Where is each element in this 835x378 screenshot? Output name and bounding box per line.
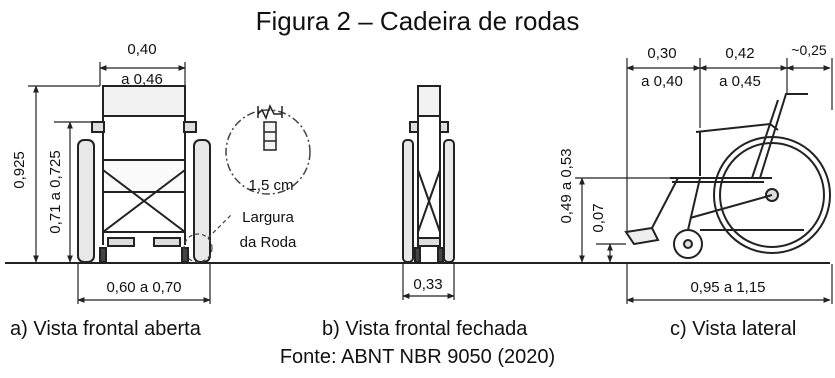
caption-frontal-closed: b) Vista frontal fechada <box>322 318 528 340</box>
detail-label-line2: da Roda <box>240 234 297 251</box>
dim-label-armrest-height: 0,71 a 0,725 <box>47 150 64 233</box>
dim-label-top-c: ~0,25 <box>791 42 827 58</box>
dim-bottom-width-a <box>77 264 211 304</box>
frontal-open-view <box>77 85 211 263</box>
figure-source: Fonte: ABNT NBR 9050 (2020) <box>279 346 556 368</box>
dim-bottom-width-b <box>402 264 455 300</box>
dim-label-top-a-1: 0,30 <box>647 45 676 62</box>
dim-armrest-height <box>54 121 92 263</box>
lateral-view <box>624 93 831 259</box>
dim-label-top-b-2: a 0,45 <box>719 73 761 90</box>
dim-bottom-length-c <box>626 264 833 304</box>
dim-label-bottom-width-b: 0,33 <box>413 276 442 293</box>
dim-label-top-width-2: a 0,46 <box>121 71 163 88</box>
detail-label-line1: Largura <box>242 209 294 226</box>
wheel-detail-marker <box>183 233 213 263</box>
dim-top-lateral <box>626 58 833 232</box>
caption-frontal-open: a) Vista frontal aberta <box>10 318 201 340</box>
dim-top-width-a <box>99 62 186 86</box>
dim-label-height-b: 0,07 <box>590 203 607 232</box>
dim-label-height-a: 0,49 a 0,53 <box>558 148 575 223</box>
dim-label-top-a-2: a 0,40 <box>641 73 683 90</box>
frontal-closed-view <box>402 85 455 263</box>
dim-label-total-height: 0,925 <box>11 151 28 189</box>
dim-label-top-width-1: 0,40 <box>127 41 156 58</box>
dim-vertical-lateral <box>575 177 670 263</box>
detail-measure-label: 1,5 cm <box>248 177 293 194</box>
wheel-detail-profile <box>257 104 283 151</box>
dim-label-top-b-1: 0,42 <box>725 45 754 62</box>
dim-label-bottom-width-a: 0,60 a 0,70 <box>106 279 181 296</box>
caption-lateral: c) Vista lateral <box>670 318 797 340</box>
figure-title: Figura 2 – Cadeira de rodas <box>255 6 580 36</box>
dim-label-bottom-length-c: 0,95 a 1,15 <box>690 279 765 296</box>
dim-total-height <box>28 85 100 263</box>
